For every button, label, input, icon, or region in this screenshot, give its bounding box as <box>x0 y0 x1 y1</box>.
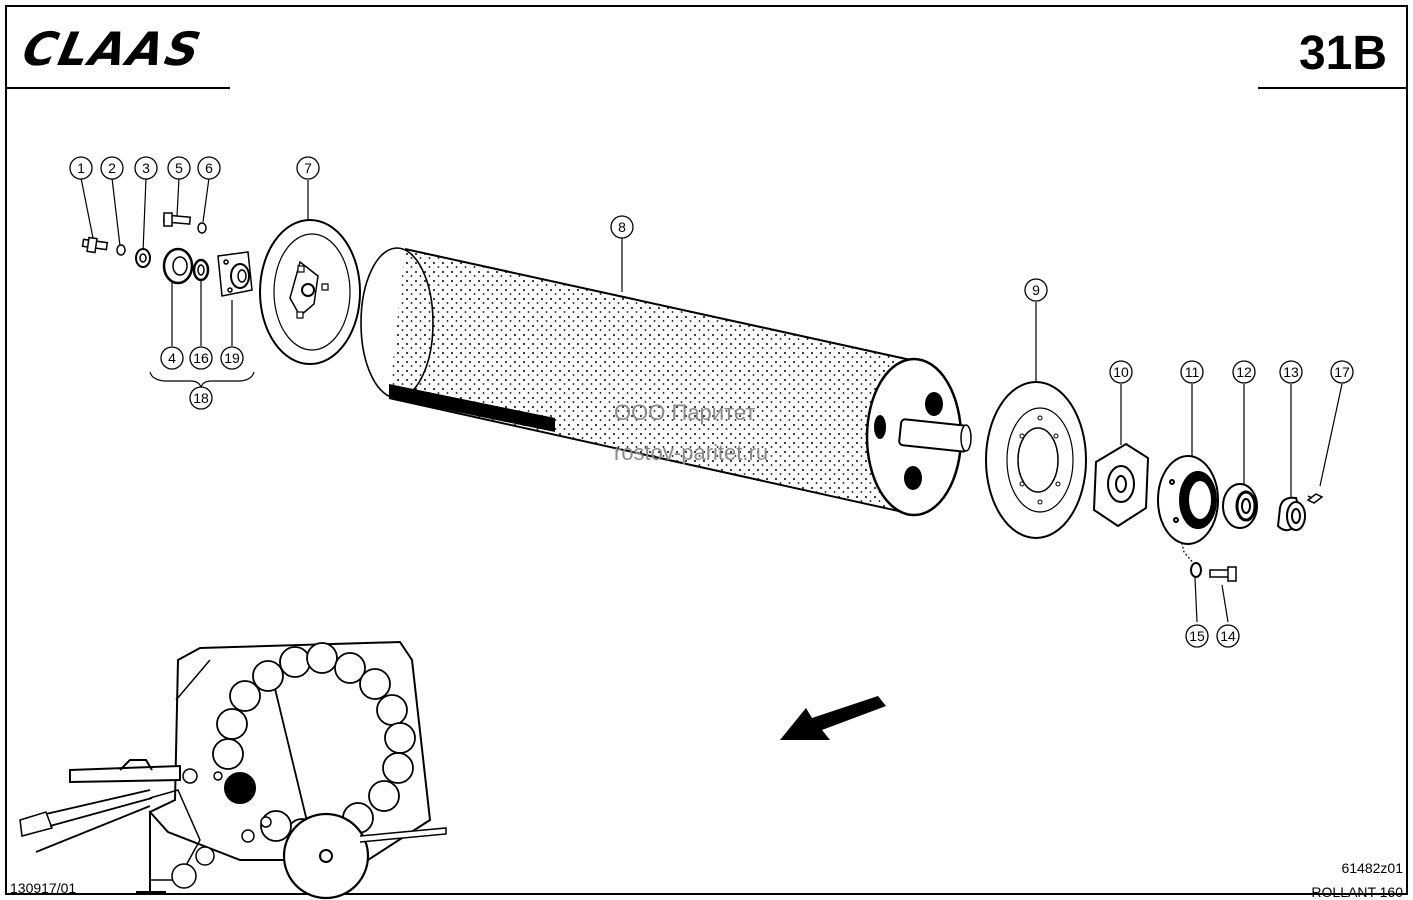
nut-part-3 <box>135 248 151 268</box>
callout-16: 16 <box>189 346 213 370</box>
callout-circle <box>1216 624 1240 648</box>
callout-circle <box>197 156 221 180</box>
claas-logo: CLAAS <box>18 22 207 76</box>
callout-circle <box>134 156 158 180</box>
callout-2: 2 <box>100 156 124 180</box>
callout-label: 1 <box>77 160 85 176</box>
callout-14: 14 <box>1216 624 1240 648</box>
callout-8: 8 <box>610 215 634 239</box>
callout-10: 10 <box>1109 360 1133 384</box>
callout-6: 6 <box>197 156 221 180</box>
callout-circle <box>1185 624 1209 648</box>
roller-drum-part-8 <box>360 247 972 517</box>
callout-label: 18 <box>193 390 209 406</box>
callout-circle <box>100 156 124 180</box>
left-bearing-assembly <box>81 212 253 297</box>
cap-part-13 <box>1276 496 1306 532</box>
callout-17: 17 <box>1330 360 1354 384</box>
callout-label: 12 <box>1236 364 1252 380</box>
callout-15: 15 <box>1185 624 1209 648</box>
bolt-part-5 <box>162 212 192 227</box>
watermark-company: ООО Паритет <box>614 400 756 425</box>
callout-circle <box>167 156 191 180</box>
callout-label: 3 <box>142 160 150 176</box>
washer-part-6 <box>197 222 207 234</box>
sheet-frame <box>5 5 1408 895</box>
callout-circle <box>1180 360 1204 384</box>
flange-part-10 <box>1092 442 1150 528</box>
callout-11: 11 <box>1180 360 1204 384</box>
callout-label: 8 <box>618 219 626 235</box>
callout-12: 12 <box>1232 360 1256 384</box>
callout-18: 18 <box>189 386 213 410</box>
callout-circle <box>69 156 93 180</box>
callout-label: 5 <box>175 160 183 176</box>
bearing-part-12 <box>1222 483 1258 529</box>
baler-overview-drawing <box>19 640 447 900</box>
callout-19: 19 <box>220 346 244 370</box>
right-bearing-assembly <box>985 381 1324 582</box>
direction-arrow-icon <box>780 696 886 740</box>
callout-label: 14 <box>1220 628 1236 644</box>
drawing-id: 130917/01 <box>10 880 77 896</box>
callout-4: 4 <box>160 346 184 370</box>
callout-circle <box>1232 360 1256 384</box>
callout-label: 6 <box>205 160 213 176</box>
callout-13: 13 <box>1279 360 1303 384</box>
bolt-part-1 <box>81 236 109 254</box>
callout-9: 9 <box>1024 278 1048 302</box>
callout-circle <box>189 346 213 370</box>
page-number: 31B <box>1298 27 1387 80</box>
reference-code: 61482z01 <box>1341 860 1403 876</box>
callout-label: 10 <box>1113 364 1129 380</box>
callout-7: 7 <box>296 156 320 180</box>
callout-circle <box>1330 360 1354 384</box>
callout-circle <box>296 156 320 180</box>
callout-circle <box>610 215 634 239</box>
watermark-url: rostov-paritet.ru <box>614 440 769 465</box>
bolt-part-14 <box>1209 566 1237 582</box>
callout-label: 16 <box>193 350 209 366</box>
washer-part-2 <box>116 244 126 256</box>
bearing-housing-part-11 <box>1157 455 1219 545</box>
callout-1: 1 <box>69 156 93 180</box>
bearing-part-4 <box>162 247 194 285</box>
callout-circle <box>1109 360 1133 384</box>
callout-circle <box>189 386 213 410</box>
callout-3: 3 <box>134 156 158 180</box>
callout-circle <box>220 346 244 370</box>
callout-label: 13 <box>1283 364 1299 380</box>
flange-housing-part-19 <box>217 251 253 297</box>
callout-label: 4 <box>168 350 176 366</box>
callout-circle <box>1279 360 1303 384</box>
callout-circle <box>1024 278 1048 302</box>
grease-nipple-part-17 <box>1306 493 1324 504</box>
ring-part-16 <box>192 258 210 282</box>
callout-label: 15 <box>1189 628 1205 644</box>
end-disc-part-7 <box>259 219 361 365</box>
callout-5: 5 <box>167 156 191 180</box>
callout-label: 11 <box>1185 364 1200 380</box>
model-name: ROLLANT 160 <box>1311 884 1403 900</box>
callout-label: 17 <box>1334 364 1350 380</box>
callout-circle <box>160 346 184 370</box>
washer-part-15 <box>1190 562 1202 578</box>
callout-label: 9 <box>1032 282 1040 298</box>
callout-label: 7 <box>304 160 312 176</box>
callout-label: 19 <box>224 350 240 366</box>
disc-part-9 <box>985 381 1087 539</box>
callout-label: 2 <box>108 160 116 176</box>
